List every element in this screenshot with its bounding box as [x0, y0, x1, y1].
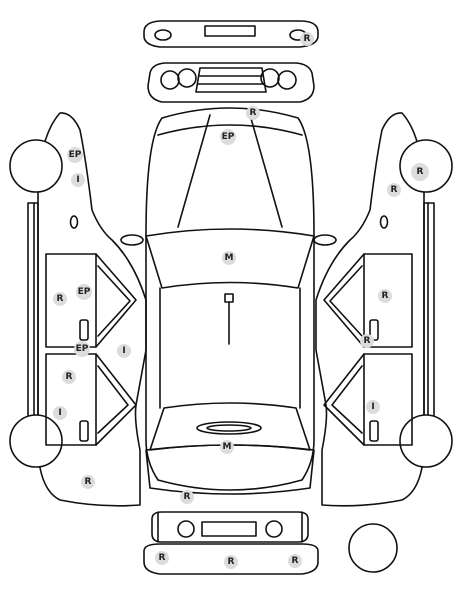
marker-rear-window[interactable]: M	[220, 440, 234, 454]
svg-text:R: R	[417, 167, 424, 177]
marker-windshield[interactable]: M	[222, 251, 236, 265]
marker-rear-bumper-right[interactable]: R	[288, 554, 302, 568]
marker-left-b-pillar-2[interactable]: I	[117, 344, 131, 358]
marker-right-front-door[interactable]: R	[378, 289, 392, 303]
marker-left-rear-wheel[interactable]: I	[53, 406, 67, 420]
front-view	[143, 20, 319, 103]
marker-right-front-wheel[interactable]: R	[411, 163, 429, 181]
marker-right-rear-door[interactable]: I	[366, 400, 380, 414]
top-view	[120, 107, 337, 495]
marker-right-front-fender[interactable]: R	[387, 183, 401, 197]
svg-text:R: R	[391, 185, 398, 195]
marker-left-front-door[interactable]: R	[53, 292, 67, 306]
svg-text:I: I	[371, 402, 374, 412]
svg-text:EP: EP	[78, 287, 91, 297]
marker-left-rear-door[interactable]: R	[62, 370, 76, 384]
svg-text:R: R	[304, 34, 311, 44]
svg-text:M: M	[225, 253, 234, 263]
svg-text:R: R	[250, 108, 257, 118]
marker-left-front-fender-1[interactable]: EP	[67, 147, 83, 163]
svg-text:R: R	[228, 557, 235, 567]
marker-trunk[interactable]: R	[180, 490, 194, 504]
rear-view	[143, 511, 319, 575]
svg-text:I: I	[76, 175, 79, 185]
right-side-view	[315, 112, 453, 507]
marker-left-front-fender-2[interactable]: I	[71, 173, 85, 187]
svg-text:R: R	[159, 553, 166, 563]
marker-hood[interactable]: EP	[220, 129, 236, 145]
marker-front-bumper[interactable]: R	[300, 32, 314, 46]
svg-text:I: I	[122, 346, 125, 356]
svg-text:R: R	[292, 556, 299, 566]
svg-text:EP: EP	[69, 150, 82, 160]
svg-text:M: M	[223, 442, 232, 452]
marker-rear-bumper-left[interactable]: R	[155, 551, 169, 565]
marker-hood-front[interactable]: R	[246, 106, 260, 120]
marker-left-front-door-2[interactable]: EP	[76, 284, 92, 300]
svg-text:R: R	[85, 477, 92, 487]
left-side-view	[9, 112, 147, 507]
marker-right-b-pillar[interactable]: R	[360, 334, 374, 348]
svg-text:I: I	[58, 408, 61, 418]
svg-text:R: R	[184, 492, 191, 502]
svg-text:EP: EP	[76, 344, 89, 354]
svg-text:R: R	[57, 294, 64, 304]
marker-rear-bumper-center[interactable]: R	[224, 555, 238, 569]
svg-text:R: R	[382, 291, 389, 301]
marker-left-rear-quarter[interactable]: R	[81, 475, 95, 489]
svg-text:R: R	[66, 372, 73, 382]
spare-wheel	[348, 523, 398, 573]
marker-left-b-pillar[interactable]: EP	[74, 341, 90, 357]
svg-text:R: R	[364, 336, 371, 346]
svg-text:EP: EP	[222, 132, 235, 142]
